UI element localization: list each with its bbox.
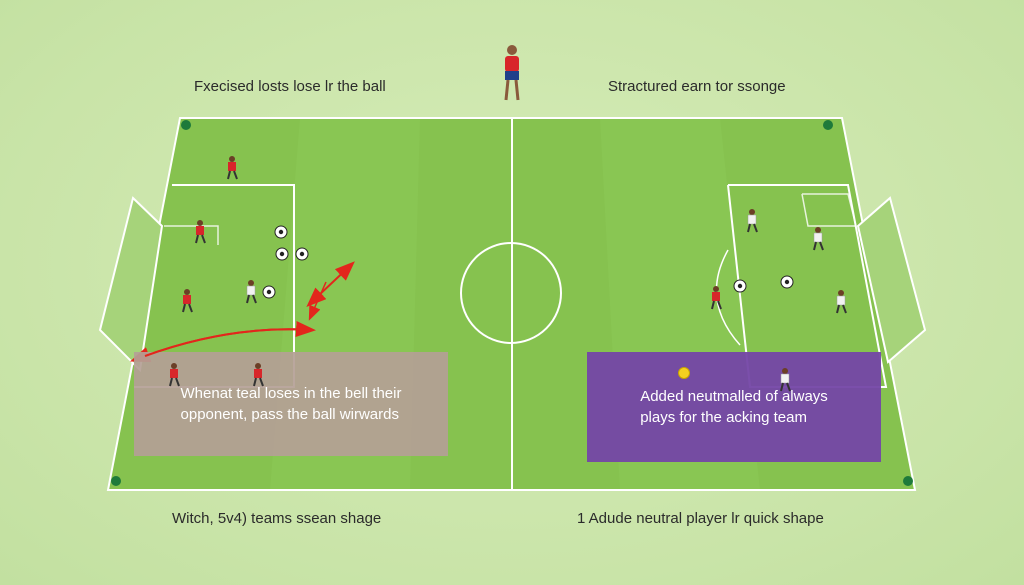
right-goal <box>856 196 927 364</box>
left-six-yard-box <box>164 225 219 245</box>
ball-icon <box>733 279 747 293</box>
caption-top-right: Stractured earn tor ssonge <box>608 78 786 95</box>
ball-icon <box>274 225 288 239</box>
ball-icon <box>780 275 794 289</box>
ball-icon <box>275 247 289 261</box>
info-box-left: Whenat teal loses in the bell their oppo… <box>134 352 448 456</box>
player-icon <box>711 286 722 310</box>
ball-icon <box>262 285 276 299</box>
info-box-right-text: Added neutmalled of always plays for the… <box>640 388 828 426</box>
right-six-yard-box <box>801 193 857 227</box>
info-box-right: Added neutmalled of always plays for the… <box>587 352 881 462</box>
arrow-icon <box>308 281 327 321</box>
player-icon <box>182 289 193 313</box>
ball-icon <box>295 247 309 261</box>
caption-top-left: Fxecised losts lose lr the ball <box>194 78 386 95</box>
cone-icon <box>111 476 121 486</box>
centre-circle <box>460 242 562 344</box>
cone-icon <box>181 120 191 130</box>
cone-icon <box>903 476 913 486</box>
player-icon <box>747 209 758 233</box>
caption-bottom-right: 1 Adude neutral player lr quick shape <box>577 510 824 527</box>
cone-icon <box>823 120 833 130</box>
player-icon <box>836 290 847 314</box>
arrow-icon <box>306 261 355 307</box>
right-penalty-box <box>727 184 888 388</box>
player-icon <box>227 156 238 180</box>
pitch-boundary <box>106 117 917 491</box>
coach-figure <box>504 45 520 101</box>
info-box-left-text: Whenat teal loses in the bell their oppo… <box>180 385 402 423</box>
caption-bottom-left: Witch, 5v4) teams ssean shage <box>172 510 382 527</box>
player-icon <box>195 220 206 244</box>
player-icon <box>813 227 824 251</box>
player-icon <box>246 280 257 304</box>
